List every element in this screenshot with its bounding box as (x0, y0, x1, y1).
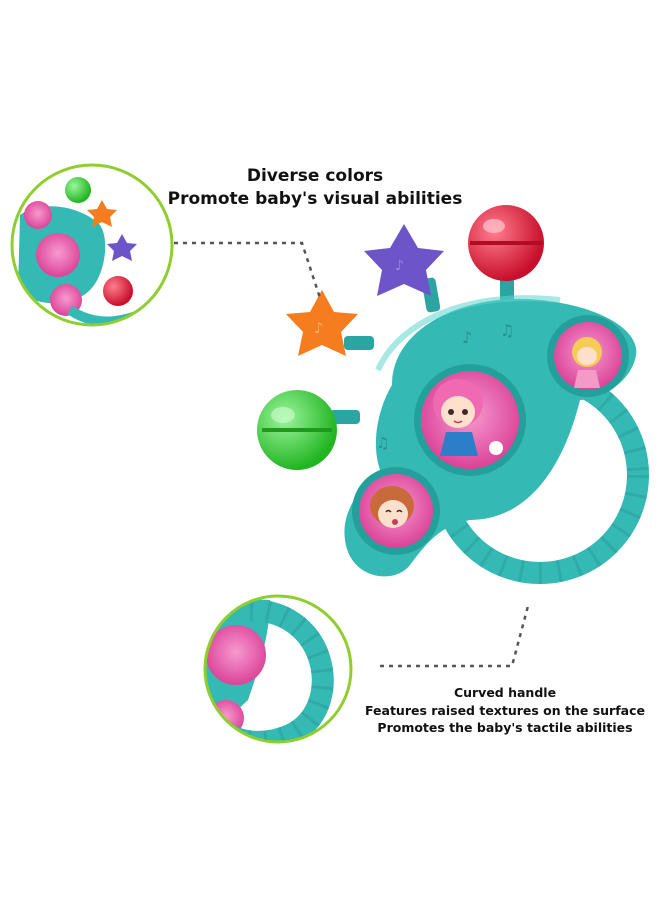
purple-star-bead (364, 224, 444, 296)
handle-caption-title: Curved handle (453, 685, 557, 700)
svg-text:♫: ♫ (500, 321, 514, 340)
svg-text:♪: ♪ (462, 328, 472, 347)
connector-line-top (174, 241, 322, 299)
colors-caption-subtitle: Promote baby's visual abilities (167, 189, 463, 209)
colors-caption-title: Diverse colors (246, 166, 384, 186)
colors-caption: Diverse colors Promote baby's visual abi… (150, 165, 480, 211)
connector-line-bottom (380, 605, 530, 668)
colors-detail-inset (10, 163, 174, 327)
handle-caption: Curved handle Features raised textures o… (350, 684, 660, 737)
handle-caption-line-3: Promotes the baby's tactile abilities (377, 720, 633, 735)
handle-detail-inset (203, 594, 353, 744)
svg-text:♪: ♪ (395, 258, 404, 274)
handle-caption-line-2: Features raised textures on the surface (365, 702, 645, 718)
svg-text:♪: ♪ (314, 319, 324, 337)
rattle-toy: ♪ ♫ ♫ ♪ (257, 205, 649, 584)
girl-face-icon (433, 379, 503, 456)
svg-text:♫: ♫ (376, 434, 389, 452)
orange-star-bead (286, 290, 358, 356)
